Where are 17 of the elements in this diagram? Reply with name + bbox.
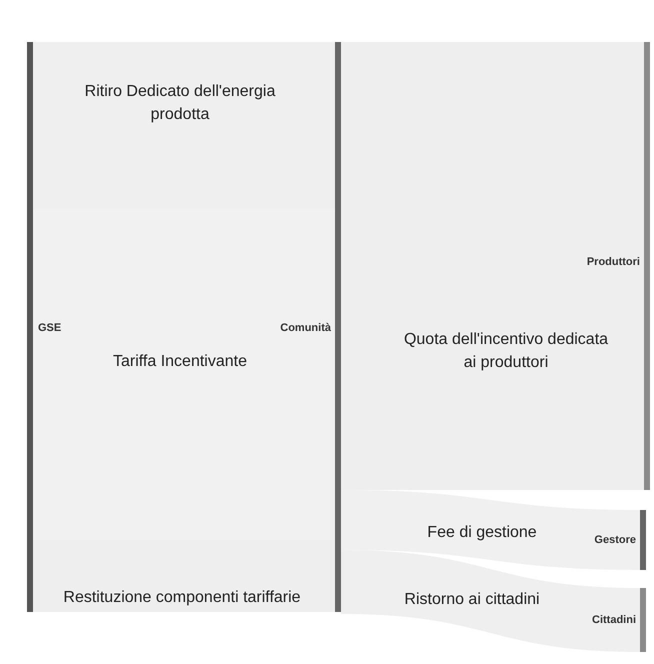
edge-label: Restituzione componenti tariffarie [62, 588, 302, 608]
flow-band [33, 540, 335, 612]
flow-band [33, 210, 335, 540]
edge-label: Fee di gestione [426, 523, 538, 543]
flow-band [33, 42, 335, 210]
flow-band [341, 42, 644, 490]
edge-label: Ristorno ai cittadini [403, 590, 541, 610]
node-label: Produttori [586, 256, 640, 268]
node-label: Cittadini [592, 614, 636, 626]
edge-label: Ritiro Dedicato dell'energia prodotta [84, 82, 276, 126]
edge-label: Quota dell'incentivo dedicata ai produttori [402, 330, 610, 374]
node-label: Gestore [594, 534, 636, 546]
node-label: Comunità [280, 322, 331, 334]
flow-band [341, 550, 640, 652]
flow-band [341, 490, 640, 570]
edge-label: Tariffa Incentivante [112, 352, 248, 372]
node-label: GSE [38, 322, 62, 334]
